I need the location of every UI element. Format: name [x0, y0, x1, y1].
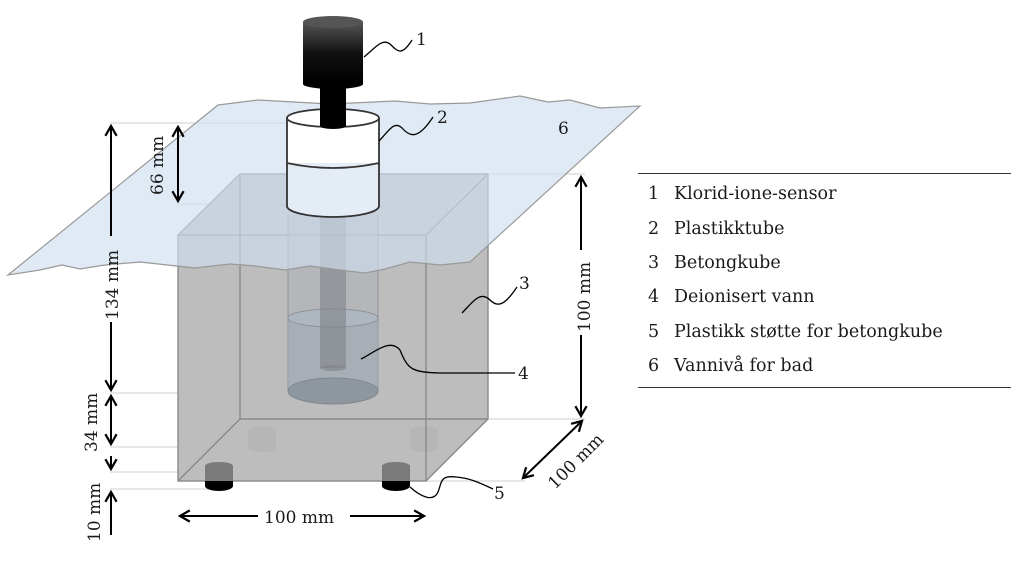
leader-1 — [363, 39, 413, 58]
legend-item: 5 Plastikk støtte for betongkube — [638, 315, 1011, 349]
legend-item: 3 Betongkube — [638, 246, 1011, 280]
support-front-left — [205, 462, 233, 491]
support-front-right — [382, 462, 410, 491]
dim-label-34: 34 mm — [82, 393, 102, 452]
legend-number: 4 — [648, 287, 660, 308]
callout-1: 1 — [416, 30, 427, 50]
legend-number: 5 — [648, 321, 660, 342]
legend-label: Plastikk støtte for betongkube — [674, 321, 943, 342]
legend-label: Vannivå for bad — [674, 356, 814, 377]
legend-item: 1 Klorid-ione-sensor — [638, 177, 1011, 211]
legend-number: 6 — [648, 356, 660, 377]
leader-3 — [461, 286, 518, 314]
dimension-arrows — [104, 123, 588, 535]
legend-number: 3 — [648, 252, 660, 273]
dim-label-100-width: 100 mm — [264, 508, 334, 528]
plastic-tube — [286, 108, 380, 218]
callout-2: 2 — [437, 108, 448, 128]
leader-5 — [409, 476, 494, 499]
chloride-ion-sensor — [303, 16, 363, 129]
dim-label-10: 10 mm — [85, 483, 105, 542]
legend-item: 4 Deionisert vann — [638, 280, 1011, 314]
legend-number: 1 — [648, 184, 660, 205]
dim-label-100-height: 100 mm — [575, 262, 595, 332]
callout-4: 4 — [518, 364, 529, 384]
legend-label: Deionisert vann — [674, 287, 815, 308]
dim-label-134: 134 mm — [103, 250, 123, 320]
leader-4 — [360, 344, 515, 374]
callout-3: 3 — [519, 274, 530, 294]
legend-item: 6 Vannivå for bad — [638, 349, 1011, 383]
callout-leaders — [360, 39, 518, 499]
legend-label: Betongkube — [674, 252, 781, 273]
callout-5: 5 — [494, 484, 505, 504]
legend-table: 1 Klorid-ione-sensor 2 Plastikktube 3 Be… — [638, 173, 1011, 389]
legend-label: Plastikktube — [674, 218, 785, 239]
dim-100-depth-arrow — [521, 419, 584, 480]
legend-item: 2 Plastikktube — [638, 211, 1011, 245]
dim-label-100-depth: 100 mm — [544, 430, 608, 494]
legend-label: Klorid-ione-sensor — [674, 184, 837, 205]
callout-6: 6 — [558, 119, 569, 139]
dim-label-66: 66 mm — [148, 136, 168, 195]
leader-2 — [378, 116, 434, 142]
legend-number: 2 — [648, 218, 660, 239]
